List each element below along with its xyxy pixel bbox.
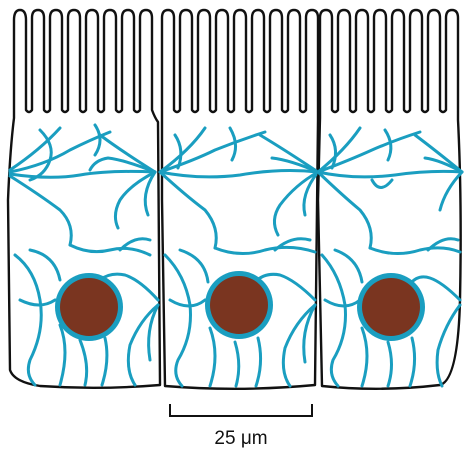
cell-2	[160, 10, 318, 389]
cell-1-nucleus	[60, 278, 118, 336]
cell-2-nucleus	[210, 276, 268, 334]
cell-3-nucleus	[362, 278, 420, 336]
cell-3	[318, 10, 462, 389]
scale-bar-line	[170, 404, 312, 416]
scale-bar: 25 μm	[170, 404, 312, 449]
scale-bar-label: 25 μm	[214, 428, 267, 449]
cell-1	[8, 10, 160, 388]
